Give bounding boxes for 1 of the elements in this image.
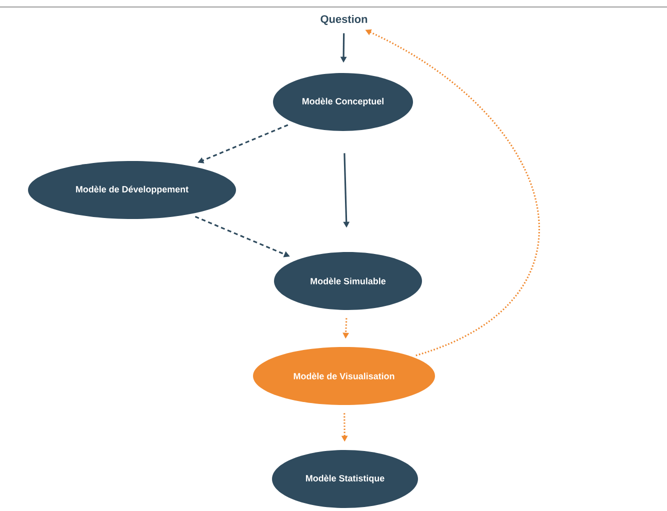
- question-label: Question: [320, 14, 368, 26]
